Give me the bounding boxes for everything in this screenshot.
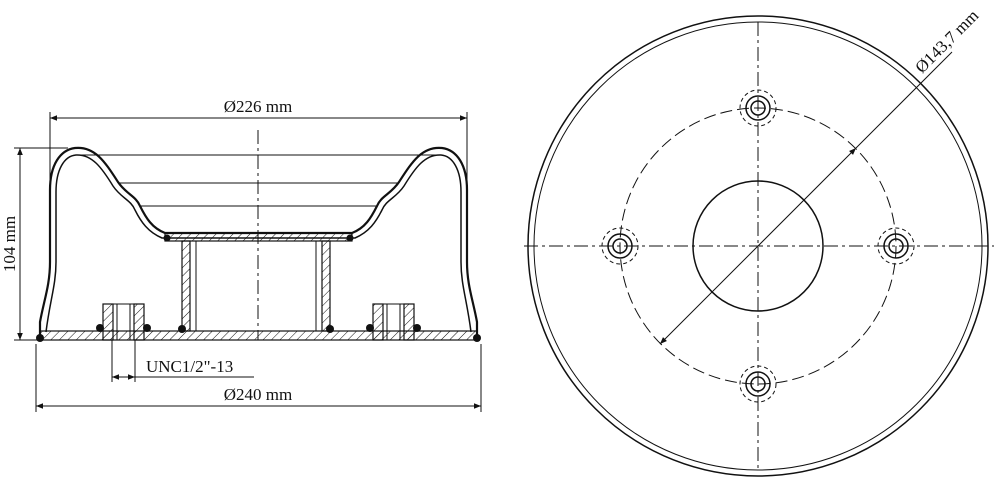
dim-thread: UNC1/2"-13 [111, 340, 254, 382]
bolt-hole-top [739, 89, 777, 127]
center-column-right-wall [321, 240, 331, 332]
dish-rim-lines [76, 154, 441, 207]
dim-bottom-diameter: Ø240 mm [35, 344, 482, 412]
dim-top-diameter: Ø226 mm [49, 97, 468, 186]
top-plate [164, 232, 353, 242]
bolt-hole-right [877, 227, 915, 265]
crimp-bead-top-right [346, 234, 354, 242]
dim-thread-label: UNC1/2"-13 [146, 357, 233, 376]
right-threaded-insert [366, 303, 421, 341]
bolt-hole-bottom [739, 365, 777, 403]
crimp-bead-top-left [163, 234, 171, 242]
dim-bolt-circle: Ø143,7 mm [659, 6, 982, 345]
crimp-bead-left-outer [36, 334, 44, 342]
dim-bottom-diameter-label: Ø240 mm [224, 385, 292, 404]
bolt-hole-left [601, 227, 639, 265]
left-threaded-insert [96, 303, 151, 341]
dim-height-label: 104 mm [0, 216, 19, 272]
crimp-bead-right-outer [473, 334, 481, 342]
dim-top-diameter-label: Ø226 mm [224, 97, 292, 116]
crimp-bead-column-right [326, 325, 334, 333]
dim-height: 104 mm [0, 147, 68, 341]
center-column-left-wall [181, 240, 191, 332]
dim-bolt-circle-label: Ø143,7 mm [911, 6, 982, 77]
crimp-bead-column-left [178, 325, 186, 333]
top-view: Ø143,7 mm [524, 6, 994, 477]
side-view: Ø226 mm 104 mm UNC1/2"-13 Ø240 mm [0, 97, 482, 412]
